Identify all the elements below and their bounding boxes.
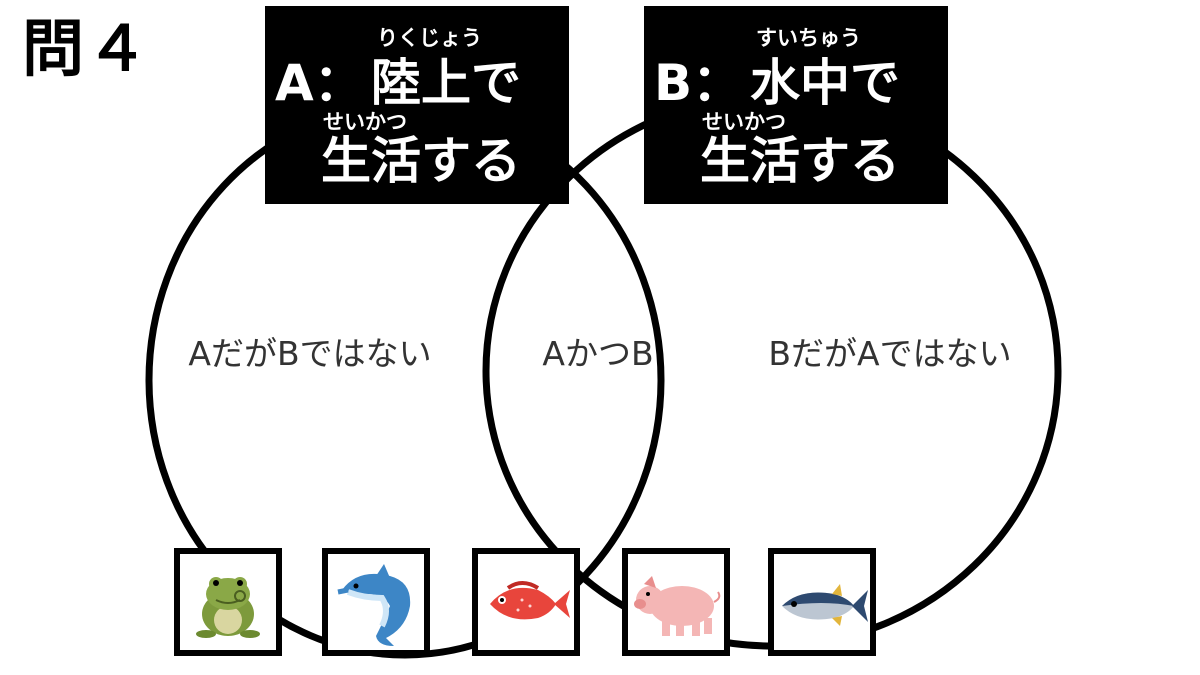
region-a-only-label: AだがBではない	[188, 334, 432, 373]
frog-card[interactable]	[174, 548, 282, 656]
tuna-icon	[782, 584, 868, 626]
set-b-line2-ruby: せいかつ	[702, 110, 786, 134]
question-number: 問４	[22, 12, 151, 85]
pig-card[interactable]	[622, 548, 730, 656]
set-b-label-box: すいちゅう B： 水中で せいかつ 生活する	[644, 6, 948, 204]
set-b-line1: 水中で	[750, 54, 900, 112]
set-a-line2-ruby: せいかつ	[323, 110, 407, 134]
frog-icon	[196, 577, 260, 638]
set-a-prefix: A：	[275, 54, 364, 112]
set-a-line1-ruby: りくじょう	[377, 26, 482, 50]
dolphin-card[interactable]	[322, 548, 430, 656]
red-snapper-card[interactable]	[472, 548, 580, 656]
set-a-label-box: りくじょう A： 陸上で せいかつ 生活する	[265, 6, 569, 204]
red-snapper-icon	[490, 581, 570, 620]
set-b-prefix: B：	[654, 54, 743, 112]
set-b-line1-ruby: すいちゅう	[756, 26, 861, 50]
set-a-line2: 生活する	[321, 132, 521, 190]
set-b-line2: 生活する	[700, 132, 900, 190]
dolphin-icon	[337, 564, 411, 646]
set-a-line1: 陸上で	[371, 54, 521, 112]
tuna-card[interactable]	[768, 548, 876, 656]
region-b-only-label: BだがAではない	[768, 334, 1012, 373]
pig-icon	[634, 576, 721, 636]
region-intersection-label: AかつB	[542, 334, 654, 373]
